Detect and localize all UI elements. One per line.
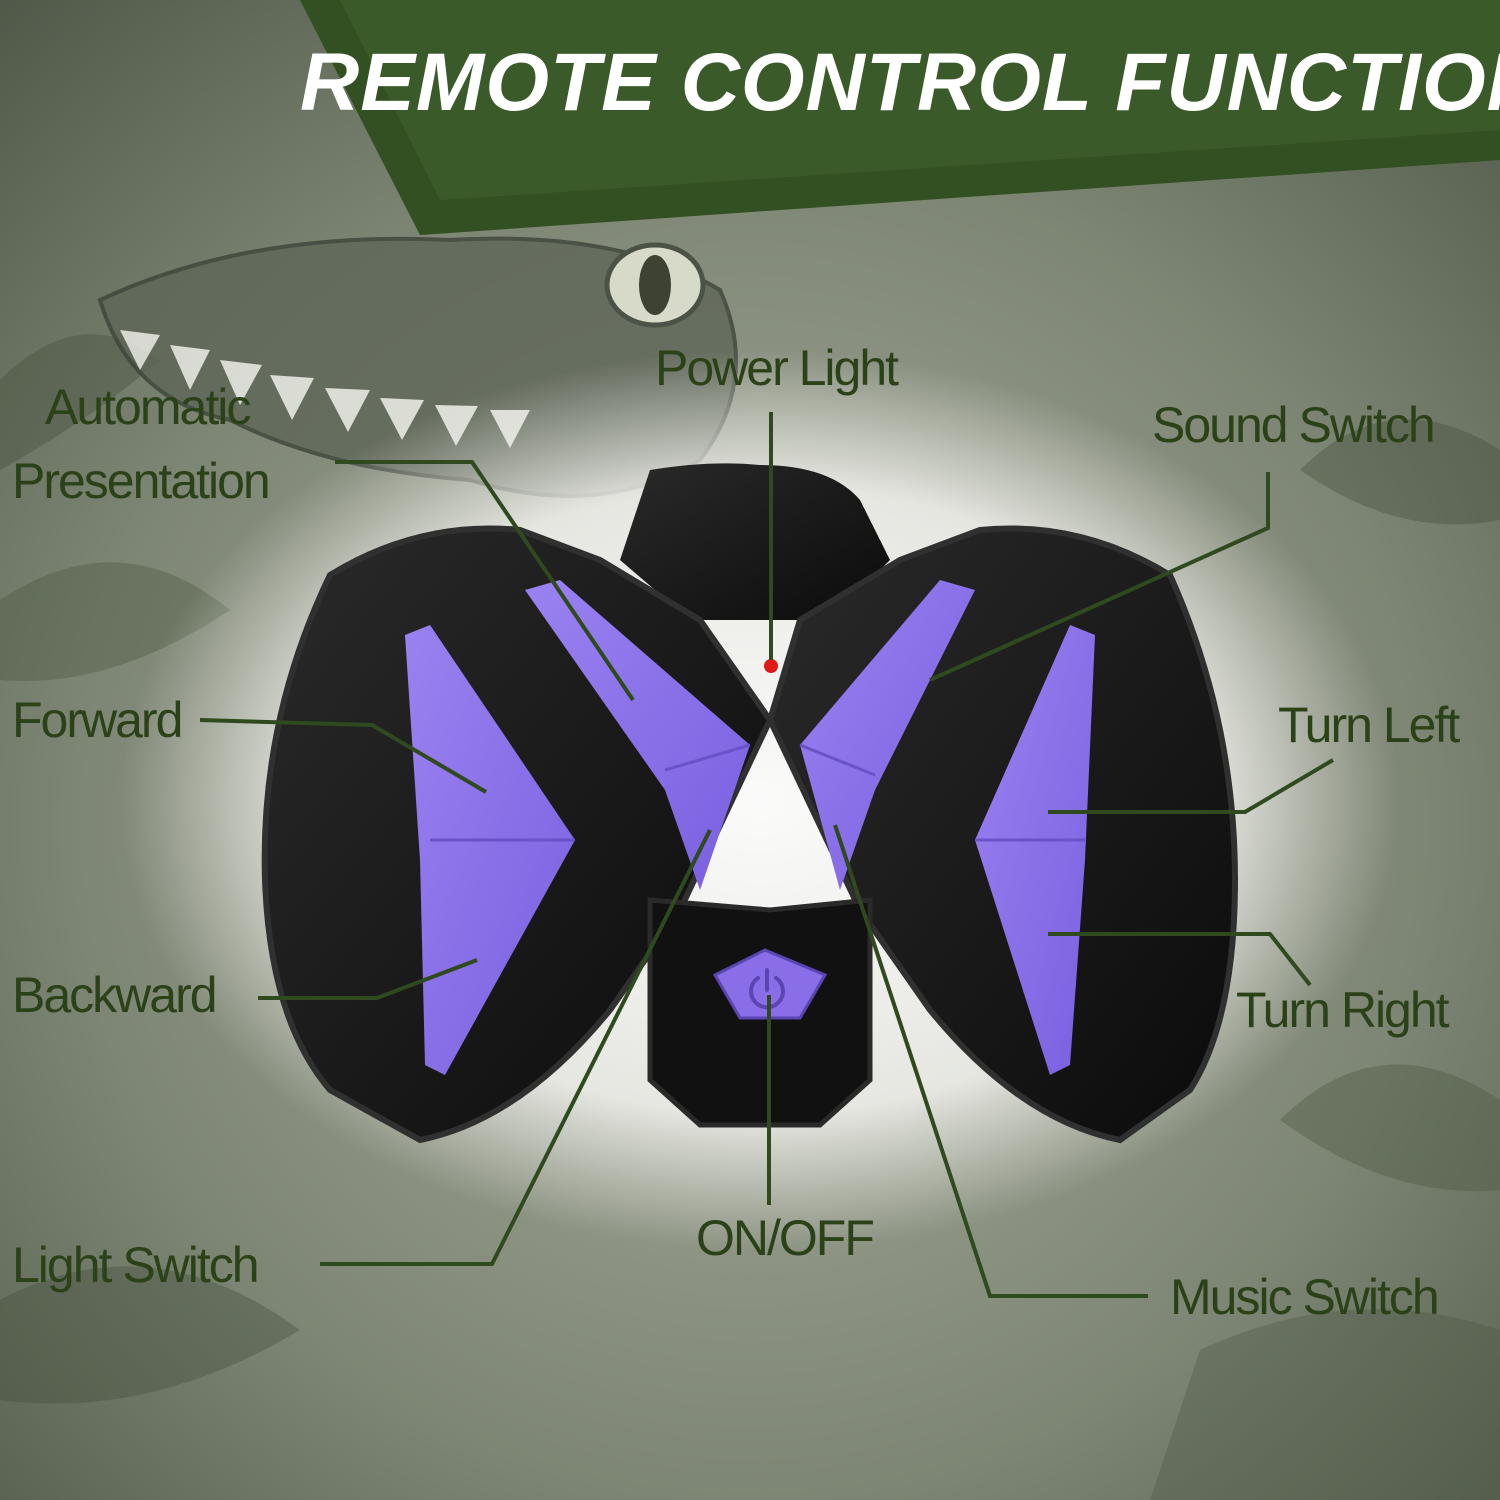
power-light-indicator <box>764 659 778 673</box>
jungle-foliage <box>0 334 1500 1500</box>
automatic-presentation-button[interactable] <box>525 580 750 890</box>
leader-turn-left <box>1048 758 1335 814</box>
label-power-light: Power Light <box>655 340 899 396</box>
turn-left-right-button[interactable] <box>975 625 1095 1075</box>
leader-light-switch <box>320 829 712 1266</box>
title-banner-shadow <box>300 0 1500 235</box>
leader-backward <box>258 958 478 1000</box>
banner-title: REMOTE CONTROL FUNCTION <box>300 37 1500 128</box>
leader-forward <box>199 718 488 794</box>
label-light-switch: Light Switch <box>12 1237 260 1293</box>
power-button[interactable] <box>712 948 828 1020</box>
leader-automatic <box>335 460 635 702</box>
label-forward: Forward <box>12 692 183 748</box>
remote-control <box>261 463 1239 1144</box>
label-automatic-line2: Presentation <box>12 453 271 509</box>
leader-music <box>833 824 1148 1298</box>
label-backward: Backward <box>12 967 218 1023</box>
label-sound-switch: Sound Switch <box>1152 397 1436 453</box>
sound-switch-button[interactable] <box>800 580 975 890</box>
leader-turn-right <box>1048 932 1312 987</box>
label-turn-left: Turn Left <box>1278 697 1460 753</box>
label-on-off: ON/OFF <box>696 1210 875 1266</box>
leader-sound <box>929 472 1270 682</box>
remote-top-nose <box>620 463 890 620</box>
forward-backward-button[interactable] <box>405 625 575 1075</box>
label-turn-right: Turn Right <box>1236 982 1450 1038</box>
label-music-switch: Music Switch <box>1170 1269 1440 1325</box>
label-automatic-line1: Automatic <box>45 379 251 435</box>
leader-lines <box>199 412 1335 1298</box>
